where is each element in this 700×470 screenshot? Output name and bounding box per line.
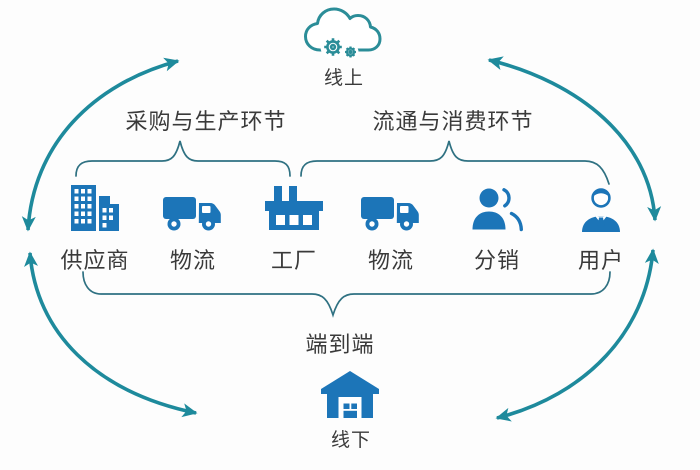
node-label: 分销 <box>473 248 520 273</box>
node-user: 用户 <box>551 183 651 275</box>
person-icon <box>582 188 620 232</box>
node-factory: 工厂 <box>244 183 344 275</box>
node-distribution: 分销 <box>447 183 547 275</box>
cycle-arc-top-left <box>21 57 180 232</box>
node-label: 供应商 <box>60 248 130 273</box>
node-label: 用户 <box>577 248 624 273</box>
cycle-arc-bottom-left <box>24 251 198 418</box>
factory-icon <box>265 186 323 230</box>
node-supplier: 供应商 <box>45 183 145 275</box>
gear-icon <box>324 38 342 56</box>
buildings-icon <box>71 185 119 231</box>
node-label: 工厂 <box>270 248 317 273</box>
node-logistics-outbound: 物流 <box>341 183 441 275</box>
online-label: 线上 <box>323 68 365 89</box>
end-to-end-label: 端到端 <box>305 332 375 357</box>
cloud-gears-icon <box>304 7 382 60</box>
node-label: 物流 <box>169 248 216 273</box>
cycle-arc-bottom-right <box>495 248 659 422</box>
truck-icon <box>163 197 221 231</box>
gear-small-icon <box>345 46 356 58</box>
truck-icon <box>361 197 419 231</box>
procurement-label: 采购与生产环节 <box>125 109 287 134</box>
circulation-label: 流通与消费环节 <box>372 109 534 134</box>
node-label: 物流 <box>367 248 414 273</box>
brace-procurement <box>75 140 291 177</box>
offline-label: 线下 <box>330 430 372 451</box>
brace-end-to-end <box>82 271 611 318</box>
node-logistics-inbound: 物流 <box>143 183 243 275</box>
cycle-arc-top-right <box>487 56 662 222</box>
brace-circulation <box>300 140 610 185</box>
people-icon <box>472 188 523 232</box>
warehouse-icon <box>321 371 379 418</box>
